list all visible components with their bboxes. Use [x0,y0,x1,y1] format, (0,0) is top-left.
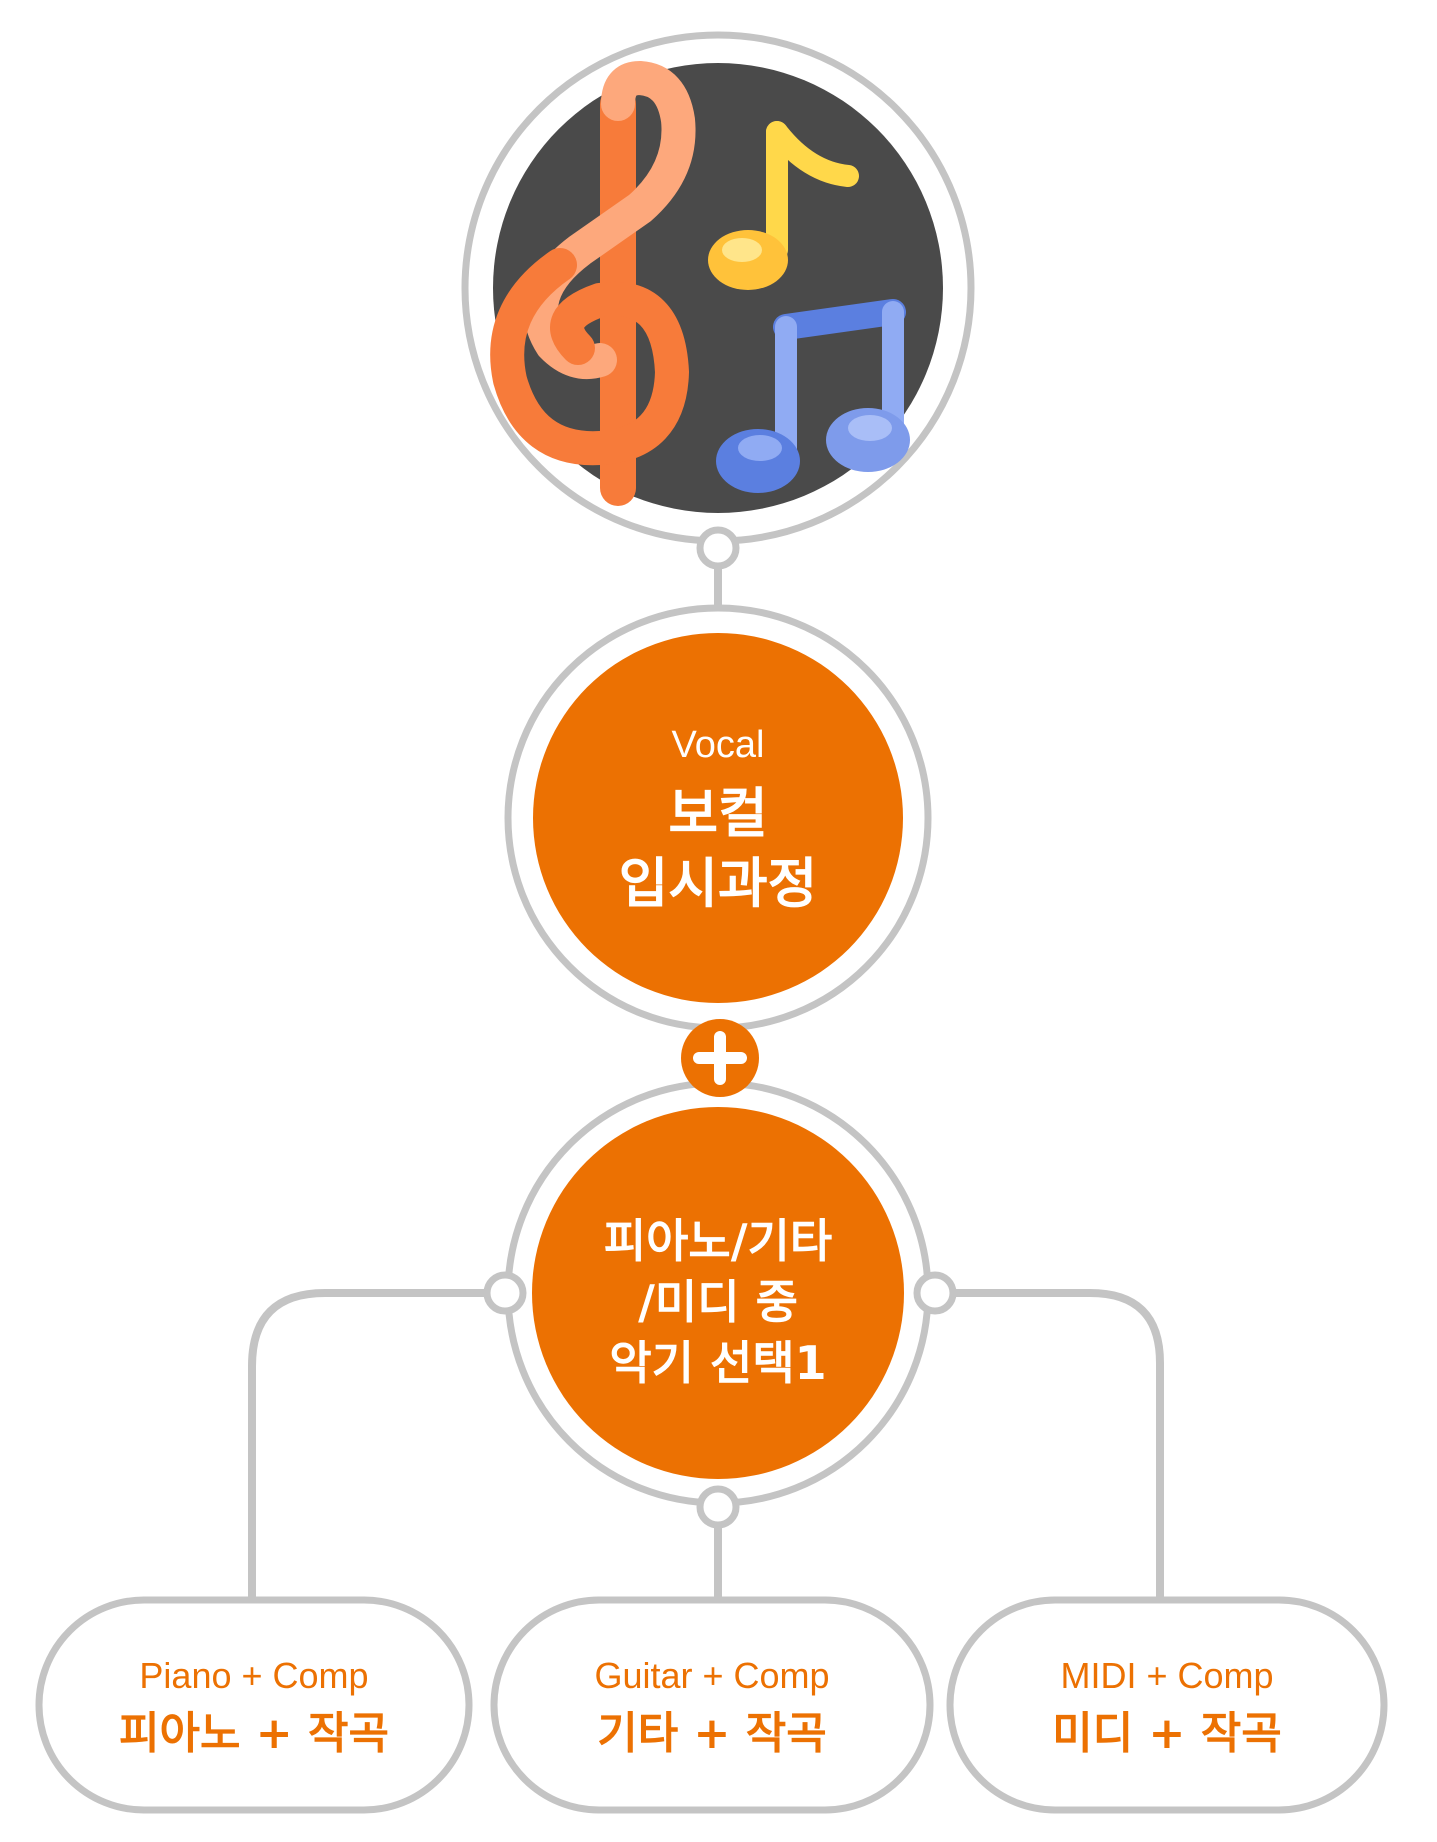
top-node [461,31,975,570]
instrument-line3: 악기 선택1 [609,1336,826,1390]
instrument-line2: /미디 중 [638,1275,798,1329]
option-piano-subtitle: Piano + Comp [139,1655,368,1696]
option-guitar-pill [490,1596,934,1814]
instrument-bottom-connector-dot [696,1485,740,1529]
instrument-line1: 피아노/기타 [604,1214,832,1268]
treble-clef-icon [490,60,696,506]
vocal-subtitle: Vocal [672,724,765,766]
instrument-node-circle [532,1107,904,1479]
option-piano: Piano + Comp 피아노 + 작곡 [35,1596,473,1814]
beamed-notes-icon [716,299,910,493]
option-midi-title: 미디 + 작곡 [1052,1708,1281,1759]
option-piano-title: 피아노 + 작곡 [119,1708,389,1759]
option-guitar-subtitle: Guitar + Comp [594,1655,829,1696]
vocal-title-line2: 입시과정 [619,852,818,915]
option-guitar: Guitar + Comp 기타 + 작곡 [490,1596,934,1814]
music-notes-icon [490,60,910,506]
option-midi-pill [946,1596,1388,1814]
option-midi: MIDI + Comp 미디 + 작곡 [946,1596,1388,1814]
top-node-connector-dot [696,526,740,570]
connectors [248,568,1164,1600]
instrument-right-connector-dot [913,1271,957,1315]
vocal-title-line1: 보컬 [668,782,767,845]
vocal-node-circle [533,633,903,1003]
option-piano-pill [35,1596,473,1814]
instrument-left-connector-dot [483,1271,527,1315]
connector-instrument-to-piano [248,1289,505,1600]
plus-icon [693,1031,747,1085]
vocal-node: Vocal 보컬 입시과정 [504,604,932,1032]
connector-instrument-to-midi [935,1289,1164,1600]
eighth-note-icon [708,121,859,290]
option-guitar-title: 기타 + 작곡 [597,1708,826,1759]
option-midi-subtitle: MIDI + Comp [1060,1655,1273,1696]
instrument-node: 피아노/기타 /미디 중 악기 선택1 [483,1079,957,1529]
plus-badge [681,1019,759,1097]
